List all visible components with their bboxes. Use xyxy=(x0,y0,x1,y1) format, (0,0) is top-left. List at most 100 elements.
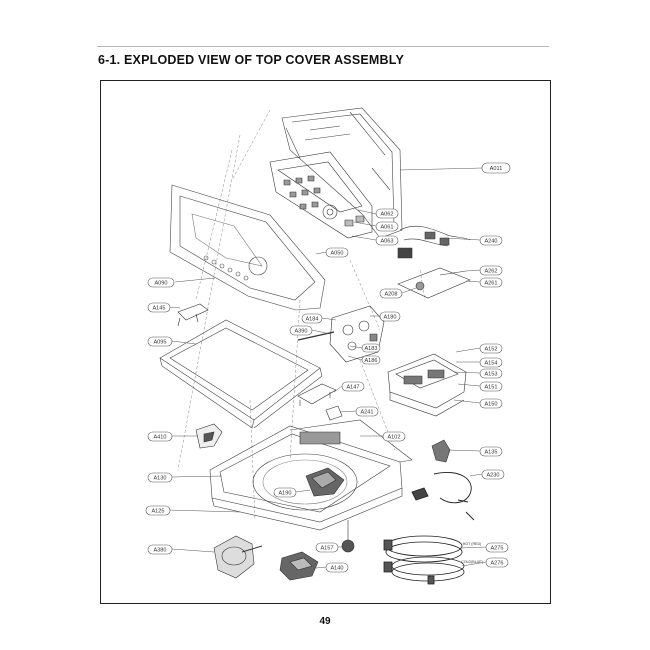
callout-label: A390 xyxy=(294,329,307,335)
callout-label: A061 xyxy=(380,225,393,231)
leader-lines xyxy=(167,167,487,569)
callout-A150 xyxy=(479,398,503,409)
callout-A011 xyxy=(481,162,511,174)
callout-A135 xyxy=(479,446,503,457)
callout-label: A180 xyxy=(383,315,396,321)
diagram-frame xyxy=(100,80,551,604)
callout-A062 xyxy=(375,208,399,219)
callout-A275 xyxy=(485,542,509,553)
callout-A061 xyxy=(375,221,399,232)
callout-A190 xyxy=(273,487,297,498)
door-switch xyxy=(325,405,343,421)
callout-label: A150 xyxy=(484,402,497,408)
callout-label: A050 xyxy=(330,251,343,257)
callout-A130 xyxy=(147,472,173,483)
callout-label: A135 xyxy=(484,450,497,456)
callout-A208 xyxy=(379,288,403,299)
callout-A183 xyxy=(361,343,381,353)
callout-label: A276 xyxy=(490,561,503,567)
callout-label: A183 xyxy=(364,346,377,352)
header-rule xyxy=(97,46,549,47)
callout-A125 xyxy=(145,505,171,516)
callout-label: A063 xyxy=(380,239,393,245)
callout-A241 xyxy=(355,406,379,417)
callout-label: A241 xyxy=(360,410,373,416)
callout-A151 xyxy=(479,381,503,392)
callout-label: A184 xyxy=(305,317,318,323)
callout-label: A011 xyxy=(490,166,503,172)
callout-A261 xyxy=(479,277,503,288)
detergent-drawer xyxy=(387,353,467,417)
callout-A063 xyxy=(375,235,399,246)
callout-A276 xyxy=(485,557,509,568)
control-panel-rear-cover xyxy=(281,107,403,239)
callout-A147 xyxy=(341,381,365,392)
callout-label: A102 xyxy=(387,435,400,441)
callout-A095 xyxy=(147,336,173,347)
callout-A262 xyxy=(479,265,503,276)
page-number: 49 xyxy=(319,616,331,627)
drain-pump xyxy=(213,535,263,579)
motor-unit xyxy=(279,551,319,581)
callout-label: A154 xyxy=(484,361,497,367)
callout-A153 xyxy=(479,368,503,379)
control-panel-frame xyxy=(169,184,326,311)
callout-A102 xyxy=(382,431,406,442)
callout-label: A095 xyxy=(153,340,166,346)
callout-label: A230 xyxy=(486,473,499,479)
callout-label: A261 xyxy=(484,281,497,287)
wire-harness xyxy=(397,225,471,259)
callout-label: A380 xyxy=(153,548,166,554)
callout-label: A145 xyxy=(152,306,165,312)
callout-A050 xyxy=(325,247,349,258)
page-title: 6-1. EXPLODED VIEW OF TOP COVER ASSEMBLY xyxy=(98,53,404,67)
hinge-bracket xyxy=(177,303,209,327)
bleach-dispenser xyxy=(305,467,345,497)
inlet-hoses xyxy=(383,535,465,585)
callout-A184 xyxy=(301,313,323,324)
callout-label: A157 xyxy=(320,546,333,552)
callout-label: A208 xyxy=(384,292,397,298)
pcb-assembly xyxy=(269,151,373,239)
callout-label: A062 xyxy=(380,212,393,218)
callout-A157 xyxy=(315,542,339,553)
callout-label: A151 xyxy=(484,385,497,391)
power-cord xyxy=(411,472,475,521)
balance-weight xyxy=(341,520,355,553)
callout-label: A190 xyxy=(278,491,291,497)
hose-clip xyxy=(195,423,223,449)
callout-A410 xyxy=(147,431,173,442)
callout-bubbles xyxy=(145,162,511,573)
callout-A090 xyxy=(147,277,175,288)
callout-A154 xyxy=(479,357,503,368)
callout-A180 xyxy=(379,311,401,322)
callout-labels: A011 A062 A061 A063 A240 A050 A090 A262 … xyxy=(151,166,503,572)
callout-A152 xyxy=(479,343,503,354)
callout-label: A130 xyxy=(153,476,166,482)
lid-glass xyxy=(159,319,323,429)
switch-bracket xyxy=(431,439,451,463)
callout-label: A140 xyxy=(330,566,343,572)
callout-label: A090 xyxy=(154,281,167,287)
sensor-board xyxy=(397,267,471,299)
hose-tag-cold: COLD(BLUE) xyxy=(461,560,483,564)
callout-label: A262 xyxy=(484,269,497,275)
callout-A230 xyxy=(481,469,505,480)
lid-lock-bracket xyxy=(297,383,337,406)
callout-A240 xyxy=(479,235,503,246)
callout-A140 xyxy=(325,562,349,573)
callout-label: A153 xyxy=(484,372,497,378)
callout-A380 xyxy=(147,544,173,555)
callout-A186 xyxy=(361,355,381,365)
hose-tag-hot: HOT (RED) xyxy=(463,542,482,546)
callout-label: A147 xyxy=(346,385,359,391)
callout-label: A275 xyxy=(490,546,503,552)
callout-A390 xyxy=(289,325,313,336)
callout-label: A410 xyxy=(153,435,166,441)
callout-label: A186 xyxy=(364,358,377,364)
callout-label: A152 xyxy=(484,347,497,353)
callout-label: A240 xyxy=(484,239,497,245)
callout-A145 xyxy=(147,302,171,313)
callout-label: A125 xyxy=(151,509,164,515)
